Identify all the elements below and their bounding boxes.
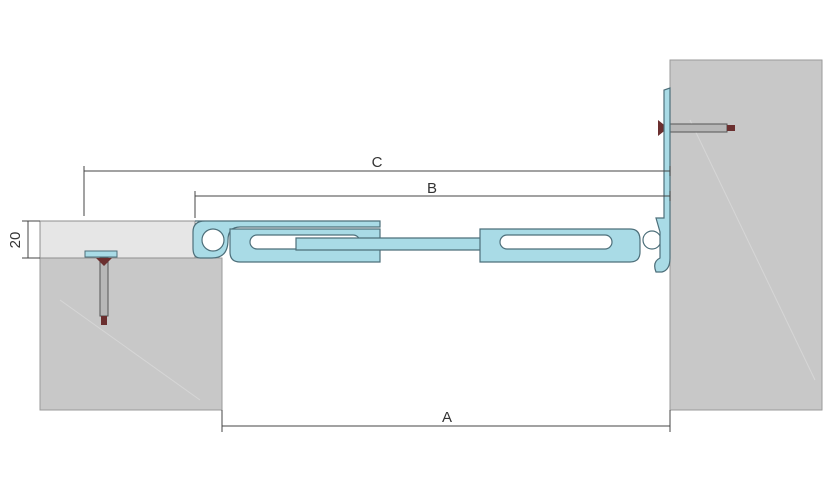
expansion-joint-profile (192, 87, 671, 273)
dimension-c: C (83, 154, 671, 216)
right-concrete-wall (669, 59, 823, 411)
left-anchor-bolt (84, 250, 118, 325)
dim-height-label: 20 (7, 232, 24, 249)
dim-b-label: B (427, 180, 437, 197)
dimension-b: B (194, 180, 671, 218)
dim-c-label: C (372, 154, 383, 171)
dimension-a: A (221, 409, 671, 432)
dim-a-label: A (442, 409, 452, 426)
dimension-height: 20 (7, 220, 40, 259)
left-screed-layer (39, 220, 196, 259)
left-concrete-slab (39, 257, 223, 411)
